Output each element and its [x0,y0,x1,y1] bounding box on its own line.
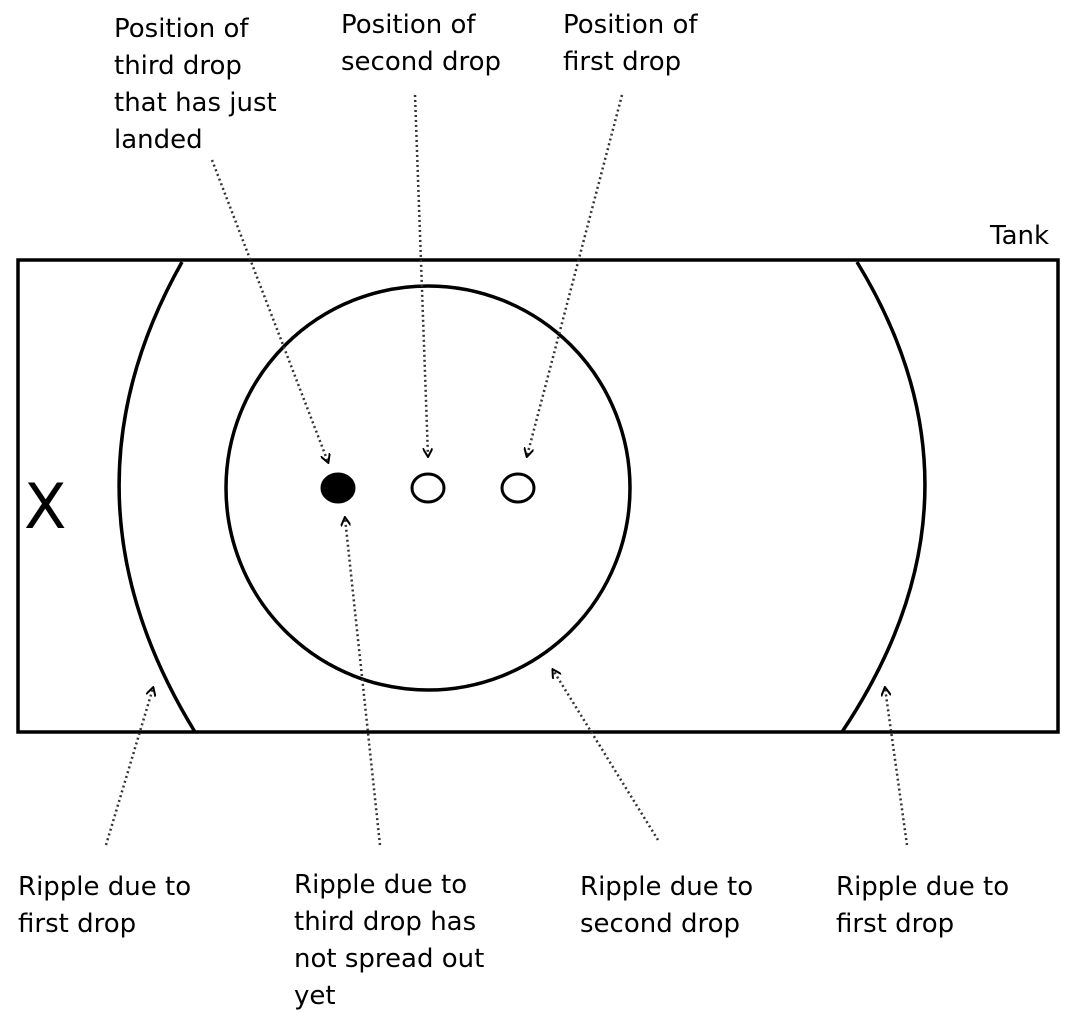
ripple-first-right-arc [840,261,927,733]
label-ripple-first-right: Ripple due to first drop [836,872,1017,939]
label-first-drop-position: Position of first drop [563,10,706,77]
arrow-second-drop-position [413,94,428,456]
arrow-ripple-first-left [104,688,153,846]
tank-label: Tank [989,221,1049,251]
tank-outline [16,258,1060,734]
label-third-drop-position: Position of third drop that has just lan… [114,14,285,155]
ripple-first-left-arc [117,261,197,733]
arrow-ripple-second [553,670,660,841]
first-drop-hollow [500,472,536,504]
label-ripple-first-left: Ripple due to first drop [18,872,199,939]
arrow-ripple-first-right [885,688,909,846]
label-ripple-second: Ripple due to second drop [580,872,761,939]
second-drop-hollow [410,472,446,504]
third-drop-filled [320,472,356,504]
arrow-third-drop-position [210,159,328,462]
x-marker-label: X [24,470,66,543]
label-second-drop-position: Position of second drop [341,10,501,77]
ripple-second-circle [224,284,632,692]
arrow-first-drop-position [527,94,624,456]
label-ripple-third: Ripple due to third drop has not spread … [294,870,493,1011]
